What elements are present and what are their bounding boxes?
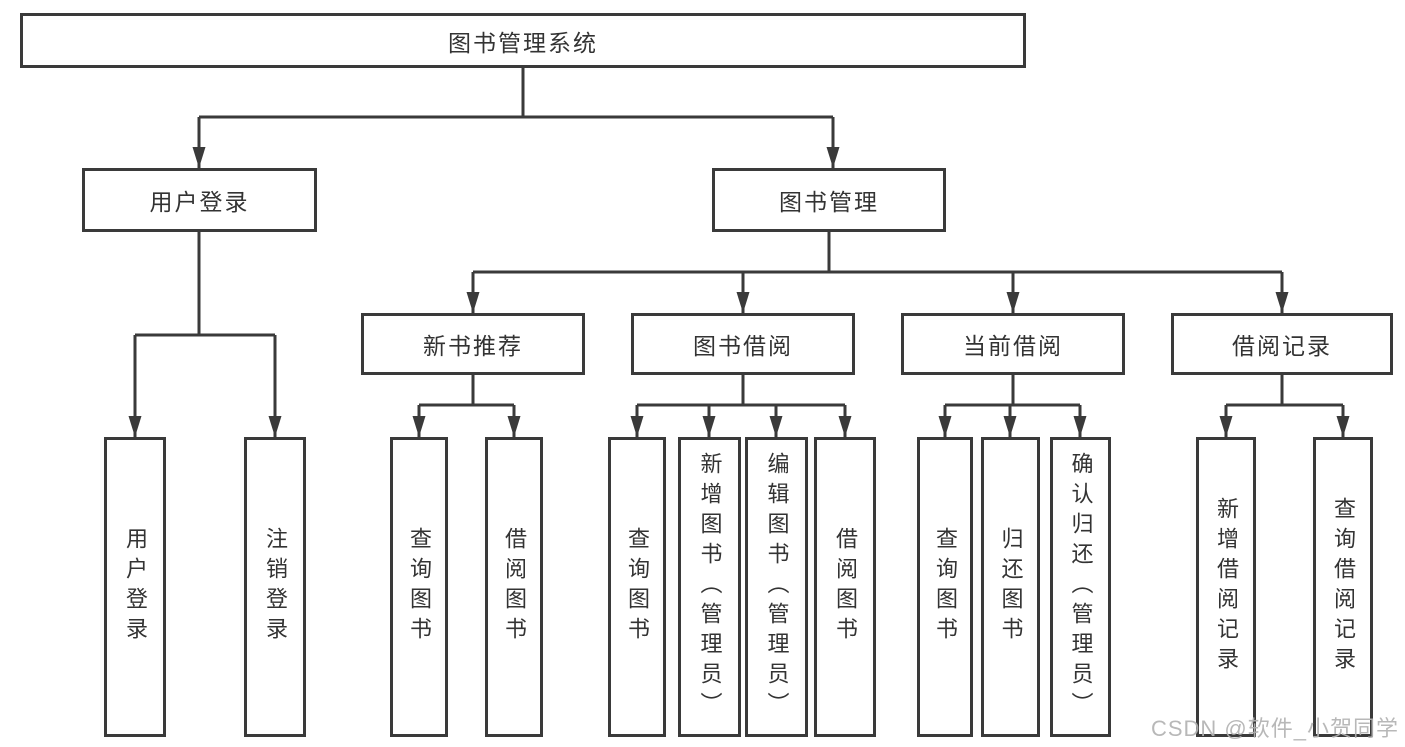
leaf-query-books-1: 查询图书 — [390, 437, 448, 737]
connector-user-login-trunk — [135, 232, 275, 337]
node-label: 新书推荐 — [423, 333, 523, 359]
leaf-add-books-admin: 新增图书（管理员） — [678, 437, 741, 737]
leaf-logout: 注销登录 — [244, 437, 306, 737]
node-label: 确认归还（管理员） — [1068, 452, 1094, 722]
node-label: 图书管理 — [779, 189, 879, 215]
node-label: 归还图书 — [998, 527, 1024, 647]
leaf-confirm-return-admin: 确认归还（管理员） — [1050, 437, 1111, 737]
node-label: 查询图书 — [933, 527, 958, 647]
leaf-query-books-3: 查询图书 — [917, 437, 973, 737]
leaf-query-borrow-record: 查询借阅记录 — [1313, 437, 1373, 737]
node-label: 新增图书（管理员） — [697, 452, 723, 722]
connector-book-borrow-trunk — [637, 375, 845, 407]
node-label: 图书管理系统 — [448, 29, 598, 56]
leaf-add-borrow-record: 新增借阅记录 — [1196, 437, 1256, 737]
leaf-return-books: 归还图书 — [981, 437, 1040, 737]
leaf-borrow-books-1: 借阅图书 — [485, 437, 543, 737]
node-label: 借阅图书 — [502, 527, 527, 647]
node-book-management: 图书管理 — [712, 168, 946, 232]
node-label: 图书借阅 — [693, 333, 793, 359]
node-new-book-recommend: 新书推荐 — [361, 313, 585, 375]
node-current-borrowing: 当前借阅 — [901, 313, 1125, 375]
node-label: 查询图书 — [625, 527, 650, 647]
node-root-system: 图书管理系统 — [20, 13, 1026, 68]
leaf-user-login: 用户登录 — [104, 437, 166, 737]
node-label: 编辑图书（管理员） — [764, 452, 790, 722]
leaf-edit-books-admin: 编辑图书（管理员） — [745, 437, 808, 737]
node-label: 借阅记录 — [1232, 333, 1332, 359]
csdn-watermark: CSDN @软件_小贺同学 — [1150, 716, 1399, 741]
connector-book-mgmt-trunk — [473, 232, 1282, 274]
node-label: 注销登录 — [263, 527, 288, 647]
node-label: 用户登录 — [123, 527, 148, 647]
connector-root-trunk — [199, 68, 833, 119]
connector-borrow-records-trunk — [1226, 375, 1343, 407]
node-borrow-records: 借阅记录 — [1171, 313, 1393, 375]
node-label: 当前借阅 — [963, 333, 1063, 359]
node-label: 借阅图书 — [833, 527, 858, 647]
node-label: 新增借阅记录 — [1214, 497, 1239, 677]
connector-new-books-trunk — [419, 375, 514, 407]
node-book-borrowing: 图书借阅 — [631, 313, 855, 375]
node-label: 查询借阅记录 — [1331, 497, 1356, 677]
connector-current-borrow-trunk — [945, 375, 1080, 407]
node-user-login: 用户登录 — [82, 168, 317, 232]
leaf-query-books-2: 查询图书 — [608, 437, 666, 737]
leaf-borrow-books-2: 借阅图书 — [814, 437, 876, 737]
node-label: 用户登录 — [149, 189, 250, 215]
node-label: 查询图书 — [407, 527, 432, 647]
